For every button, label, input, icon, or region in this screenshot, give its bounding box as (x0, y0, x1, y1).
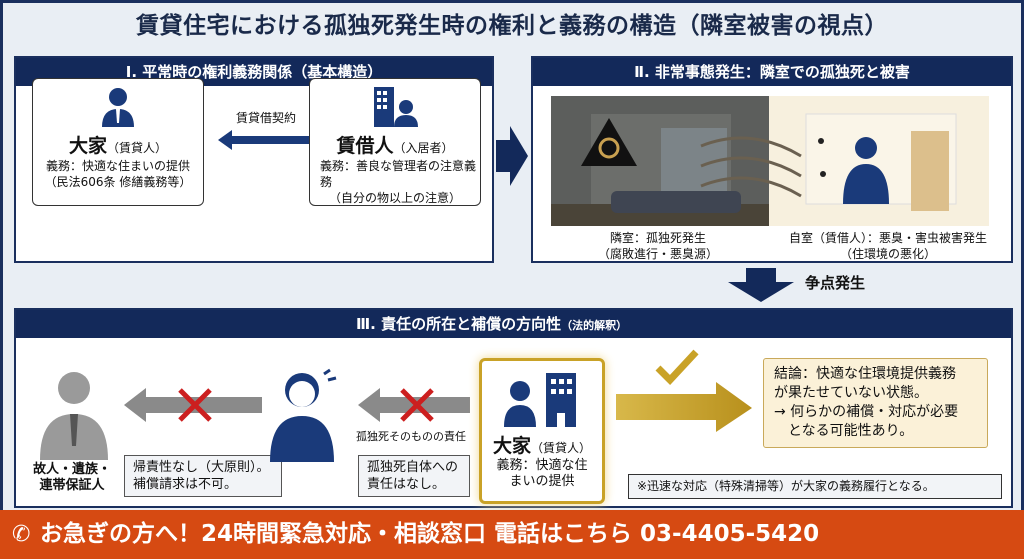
footer-text[interactable]: お急ぎの方へ！24時間緊急対応・相談窓口 電話はこちら 03-4405-5420 (40, 521, 820, 547)
tenant-name: 賃借人 (336, 135, 394, 157)
tenant-covering-nose-icon (855, 137, 877, 159)
section3-heading: Ⅲ. 責任の所在と補償の方向性（法的解釈） (16, 310, 1011, 338)
tenant-role: （入居者） (393, 141, 454, 155)
note-box: ※迅速な対応（特殊清掃等）が大家の義務履行となる。 (628, 474, 1002, 499)
arrow2-label: 孤独死そのものの責任 (356, 430, 466, 443)
tenant-duty: 義務：善良な管理者の注意義務 (320, 159, 477, 189)
right-arrow-icon (496, 126, 528, 186)
phone-icon: ✆ (12, 522, 31, 547)
landlord-duty: 義務：快適な住まいの提供 (45, 159, 190, 173)
tenant-note: （自分の物以上の注意） (328, 191, 461, 205)
section-emergency: Ⅱ. 非常事態発生：隣室での孤独死と被害 隣室：孤独死発生（腐敗進行・悪臭源） … (531, 56, 1013, 263)
bidirectional-arrow-icon (218, 130, 323, 150)
odor-waves-icon (700, 136, 802, 198)
fly-icon (818, 138, 824, 144)
section-normal-relations: Ⅰ. 平常時の権利義務関係（基本構造） 大家（賃貸人） 義務：快適な住まいの提供… (14, 56, 494, 263)
blocked-arrow-left-icon-2 (358, 388, 470, 422)
landlord-duty-3: 義務：快適な住まいの提供 (496, 458, 588, 489)
section-responsibility: Ⅲ. 責任の所在と補償の方向性（法的解釈） 故人・遺族・連帯保証人 帰責性なし（… (14, 308, 1013, 508)
landlord-note: （民法606条 修繕義務等） (44, 175, 192, 189)
conclusion-box: 結論：快適な住環境提供義務が果たせていない状態。→ 何らかの補償・対応が必要 と… (763, 358, 988, 448)
biohazard-icon (581, 118, 637, 166)
landlord-highlight-card: 大家（賃貸人） 義務：快適な住まいの提供 (479, 358, 605, 504)
blocked-arrow-left-icon (124, 388, 262, 422)
issue-label: 争点発生 (805, 274, 866, 292)
wardrobe-icon (911, 131, 949, 211)
down-arrow-icon (728, 268, 794, 302)
outer-frame (0, 0, 1024, 510)
tenant-covering-nose-icon (270, 368, 337, 462)
landlord-building-icon (504, 373, 576, 427)
bed-icon (611, 191, 741, 213)
deceased-person-icon (40, 372, 108, 460)
own-room-caption: 自室（賃借人）：悪臭・害虫被害発生（住環境の悪化） (788, 231, 987, 261)
section2-heading: Ⅱ. 非常事態発生：隣室での孤独死と被害 (533, 58, 1011, 86)
room-illustration (551, 96, 989, 226)
landlord-name-3: 大家 (492, 435, 531, 457)
no-responsibility-box: 孤独死自体への責任はなし。 (358, 455, 470, 497)
landlord-card: 大家（賃貸人） 義務：快適な住まいの提供 （民法606条 修繕義務等） (32, 78, 204, 206)
tenant-building-icon (374, 87, 418, 127)
tenant-card: 賃借人（入居者） 義務：善良な管理者の注意義務 （自分の物以上の注意） (309, 78, 481, 206)
no-liability-box: 帰責性なし（大原則）。補償請求は不可。 (124, 455, 282, 497)
page-title: 賃貸住宅における孤独死発生時の権利と義務の構造（隣室被害の視点） (136, 13, 888, 39)
landlord-role: （賃貸人） (107, 141, 168, 155)
gold-arrow-check-icon (616, 349, 752, 432)
neighbor-room-caption: 隣室：孤独死発生（腐敗進行・悪臭源） (597, 231, 718, 261)
contract-label: 賃貸借契約 (235, 111, 296, 125)
landlord-name: 大家 (68, 135, 107, 157)
deceased-label: 故人・遺族・連帯保証人 (32, 462, 111, 493)
emergency-contact-banner[interactable]: ✆ お急ぎの方へ！24時間緊急対応・相談窓口 電話はこちら 03-4405-54… (0, 510, 1024, 559)
landlord-person-icon (102, 88, 134, 127)
